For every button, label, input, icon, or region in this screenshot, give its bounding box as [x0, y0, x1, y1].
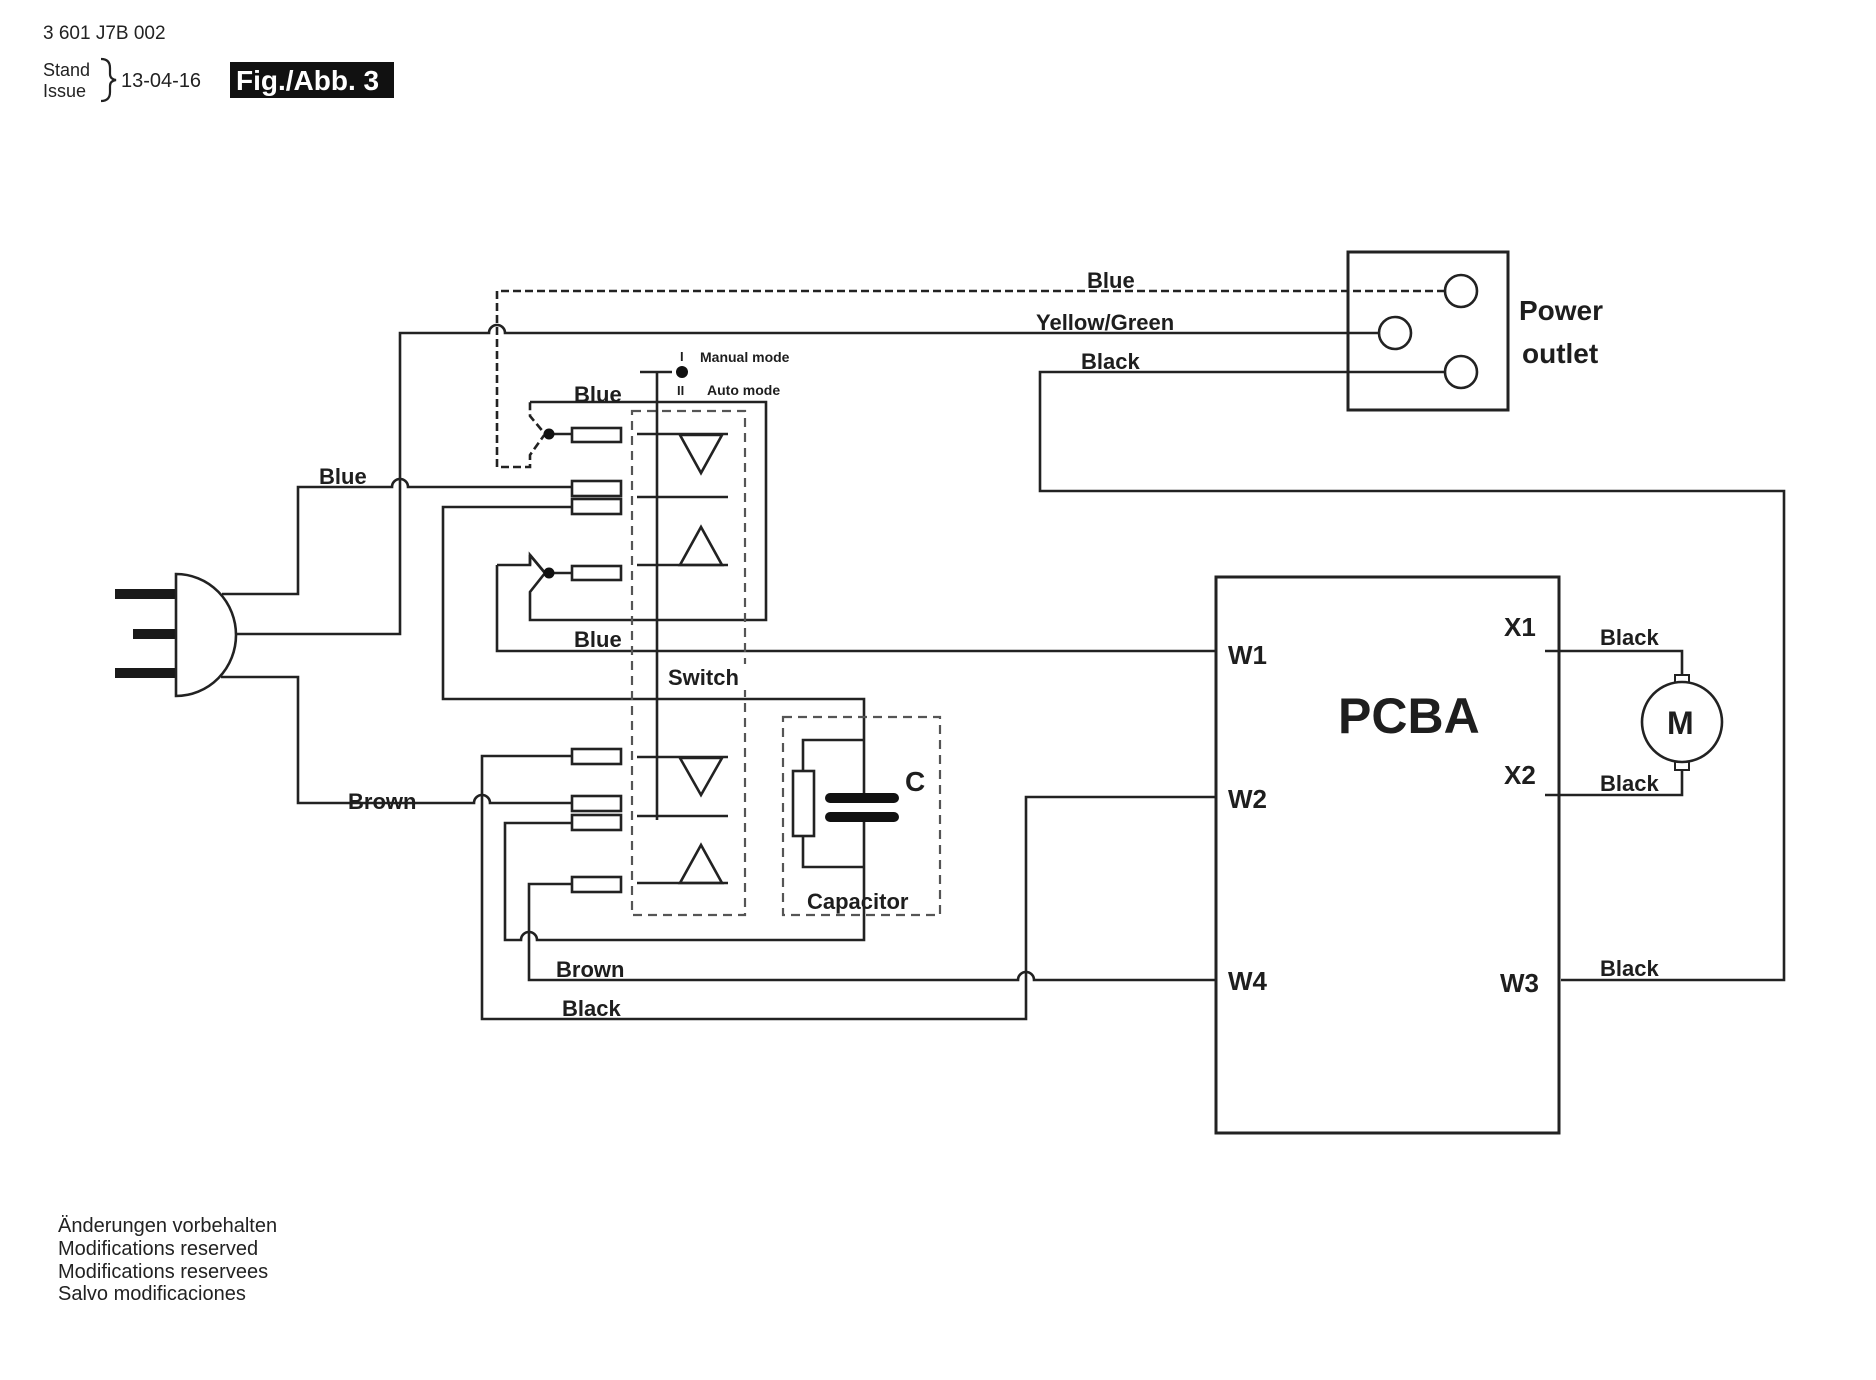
label-motor-x1: Black	[1600, 625, 1659, 650]
switch-position-dot	[676, 366, 688, 378]
label-outlet-yellow-green: Yellow/Green	[1036, 310, 1174, 335]
brace-icon	[100, 57, 117, 103]
connector-1	[570, 426, 623, 444]
capacitor-symbol: C	[905, 766, 925, 797]
wire-junction-lower	[529, 554, 546, 574]
switch: I Manual mode II Auto mode Switch	[570, 349, 790, 917]
header: 3 601 J7B 002 Stand Issue 13-04-16 Fig./…	[43, 23, 394, 103]
wire-brown-w4	[527, 882, 1216, 982]
motor: M	[1640, 674, 1724, 771]
footer-line-es: Salvo modificaciones	[58, 1283, 246, 1305]
connector-2b	[570, 497, 623, 516]
issue-label: Issue	[43, 81, 86, 101]
switch-pos2-label: Auto mode	[707, 382, 780, 398]
capacitor-plate-bottom	[825, 812, 899, 822]
capacitor-label: Capacitor	[807, 889, 909, 914]
switch-label: Switch	[668, 665, 739, 690]
label-motor-x2: Black	[1600, 771, 1659, 796]
plug-prong-top	[115, 589, 177, 599]
wire-black-w3	[1038, 370, 1786, 982]
switch-pos1-label: Manual mode	[700, 349, 790, 365]
terminal-w1: W1	[1228, 640, 1267, 670]
figure-badge	[230, 62, 394, 98]
wires	[221, 289, 1786, 1021]
label-black-w2: Black	[562, 996, 621, 1021]
terminal-x2: X2	[1504, 760, 1536, 790]
contact-triangle-up-2	[677, 842, 725, 885]
footer-line-fr: Modifications reservees	[58, 1261, 268, 1283]
outlet-socket-black	[1443, 354, 1479, 390]
switch-housing	[630, 409, 747, 917]
junction-dot-upper	[543, 428, 555, 440]
wire-capacitor-loop	[441, 505, 866, 942]
contact-triangle-up-1	[677, 524, 725, 567]
wire-black-w2	[480, 754, 1216, 1021]
label-plug-blue: Blue	[319, 464, 367, 489]
label-switch-blue-top: Blue	[574, 382, 622, 407]
bleeder-resistor	[791, 769, 816, 838]
wire-outlet-blue	[495, 289, 1445, 469]
wire-plug-blue	[222, 477, 572, 596]
plug-prong-earth	[133, 629, 177, 639]
connector-2a	[570, 479, 623, 498]
outlet-label-line1: Power	[1519, 295, 1603, 326]
power-outlet: Power outlet	[1346, 250, 1603, 412]
connector-5a	[570, 794, 623, 813]
plug-prong-bottom	[115, 668, 177, 678]
motor-symbol: M	[1667, 705, 1694, 741]
pcba: PCBA W1 W2 W4 X1 X2 W3	[1214, 575, 1561, 1135]
stand-label: Stand	[43, 60, 90, 80]
plug-body	[174, 572, 238, 698]
label-w3-black: Black	[1600, 956, 1659, 981]
capacitor-housing	[781, 715, 942, 917]
figure-label: Fig./Abb. 3	[236, 65, 379, 96]
outlet-socket-earth	[1377, 315, 1413, 351]
mains-plug	[115, 572, 238, 698]
wire-yellow-green	[235, 323, 1379, 636]
connector-4	[570, 747, 623, 766]
terminal-x1: X1	[1504, 612, 1536, 642]
footer-line-en: Modifications reserved	[58, 1238, 258, 1260]
wire-labels: Blue Yellow/Green Black Blue Brown Blue …	[319, 268, 1659, 1021]
switch-pos2-symbol: II	[677, 383, 684, 398]
capacitor: C Capacitor	[781, 715, 942, 917]
terminal-w3: W3	[1500, 968, 1539, 998]
footer-notice: Änderungen vorbehalten Modifications res…	[58, 1215, 277, 1305]
capacitor-gap	[861, 803, 867, 812]
wire-blue-w1	[495, 555, 1216, 653]
contact-triangle-down-2	[677, 756, 725, 798]
connector-6	[570, 875, 623, 894]
label-outlet-black: Black	[1081, 349, 1140, 374]
contact-triangle-down-1	[677, 433, 725, 476]
switch-pos1-symbol: I	[680, 349, 684, 364]
wire-plug-brown	[221, 675, 572, 805]
capacitor-plate-top	[825, 793, 899, 803]
wire-x1-motor	[1545, 649, 1684, 676]
label-plug-brown: Brown	[348, 789, 416, 814]
connector-5b	[570, 813, 623, 832]
issue-date: 13-04-16	[121, 70, 201, 92]
outlet-socket-blue	[1443, 273, 1479, 309]
outlet-label-line2: outlet	[1522, 338, 1598, 369]
footer-line-de: Änderungen vorbehalten	[58, 1215, 277, 1237]
capacitor-resistor-leads	[801, 738, 864, 869]
motor-icon	[1640, 680, 1724, 764]
pcba-box	[1214, 575, 1561, 1135]
terminal-w2: W2	[1228, 784, 1267, 814]
connector-3	[570, 564, 623, 582]
switch-label-bg	[666, 664, 750, 690]
junction-dot-lower	[543, 567, 555, 579]
pcba-label: PCBA	[1338, 688, 1480, 744]
terminal-w4: W4	[1228, 966, 1268, 996]
doc-number: 3 601 J7B 002	[43, 23, 166, 44]
label-brown-w4: Brown	[556, 957, 624, 982]
wire-x2-motor	[1545, 770, 1684, 797]
outlet-box	[1346, 250, 1510, 412]
label-switch-blue-w1: Blue	[574, 627, 622, 652]
label-outlet-blue: Blue	[1087, 268, 1135, 293]
